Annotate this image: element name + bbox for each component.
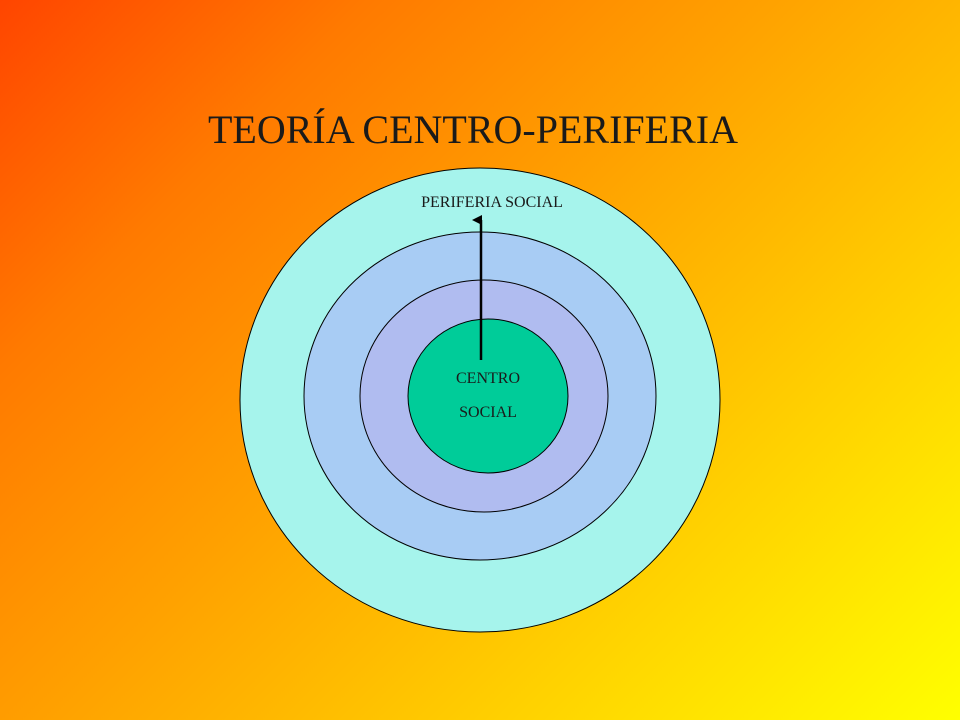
page-title: TEORÍA CENTRO-PERIFERIA [208, 107, 738, 152]
center-label-line1: CENTRO [456, 370, 520, 387]
periphery-label: PERIFERIA SOCIAL [421, 194, 563, 211]
center-label-line2: SOCIAL [459, 404, 517, 421]
center-circle [407, 318, 569, 474]
